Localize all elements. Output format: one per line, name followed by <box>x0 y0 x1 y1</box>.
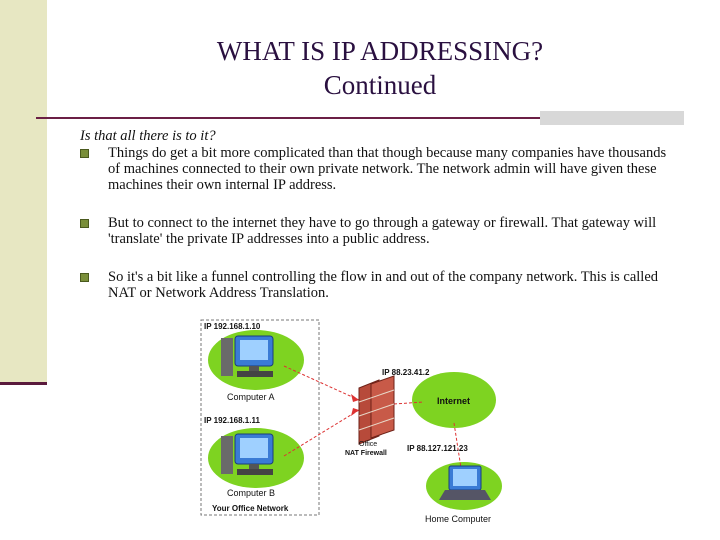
nat-diagram-svg: IP 192.168.1.10 Computer A IP 192.168.1.… <box>200 319 502 524</box>
computer-b-label: Computer B <box>227 488 275 498</box>
slide-title: WHAT IS IP ADDRESSING? Continued <box>60 34 700 102</box>
firewall-label-1: Office <box>359 441 377 448</box>
title-divider-bar <box>540 111 684 125</box>
home-computer-label: Home Computer <box>425 514 491 524</box>
title-line-1: WHAT IS IP ADDRESSING? <box>216 36 544 66</box>
office-network-label: Your Office Network <box>212 504 289 513</box>
slide-body: Is that all there is to it? Things do ge… <box>80 128 680 301</box>
firewall-ip-label: IP 88.23.41.2 <box>382 368 430 377</box>
nat-diagram: IP 192.168.1.10 Computer A IP 192.168.1.… <box>199 318 510 528</box>
bullet-text: Things do get a bit more complicated tha… <box>108 145 667 193</box>
bullet-item: So it's a bit like a funnel controlling … <box>80 269 680 301</box>
bullet-square-icon <box>80 219 89 228</box>
link-internet-home <box>453 422 462 469</box>
arrow-icon <box>351 408 359 416</box>
home-laptop-icon <box>439 465 491 500</box>
left-decorative-band <box>0 0 47 384</box>
internet-label: Internet <box>437 396 470 406</box>
bullet-item: Things do get a bit more complicated tha… <box>80 145 680 193</box>
intro-text: Is that all there is to it? <box>80 128 216 144</box>
computer-a-label: Computer A <box>227 392 275 402</box>
bullet-square-icon <box>80 273 89 282</box>
computer-b-icon <box>221 433 274 475</box>
arrow-icon <box>351 394 359 402</box>
internet-blob <box>412 372 496 428</box>
firewall-label-2: NAT Firewall <box>345 450 387 457</box>
home-ip-label: IP 88.127.121.23 <box>407 444 468 453</box>
link-a-firewall <box>283 365 360 401</box>
left-band-underline <box>0 382 47 385</box>
bullet-text: So it's a bit like a funnel controlling … <box>108 269 659 301</box>
ip-a-label: IP 192.168.1.10 <box>204 322 261 331</box>
ip-b-label: IP 192.168.1.11 <box>204 416 260 425</box>
link-firewall-internet <box>393 401 425 405</box>
firewall-icon <box>358 375 395 445</box>
computer-a-icon <box>221 335 274 377</box>
office-network-box <box>200 319 320 516</box>
title-divider <box>36 117 684 119</box>
bullet-item: But to connect to the internet they have… <box>80 215 680 247</box>
title-line-2: Continued <box>323 70 437 100</box>
bullet-square-icon <box>80 149 89 158</box>
bullet-text: But to connect to the internet they have… <box>108 215 657 247</box>
